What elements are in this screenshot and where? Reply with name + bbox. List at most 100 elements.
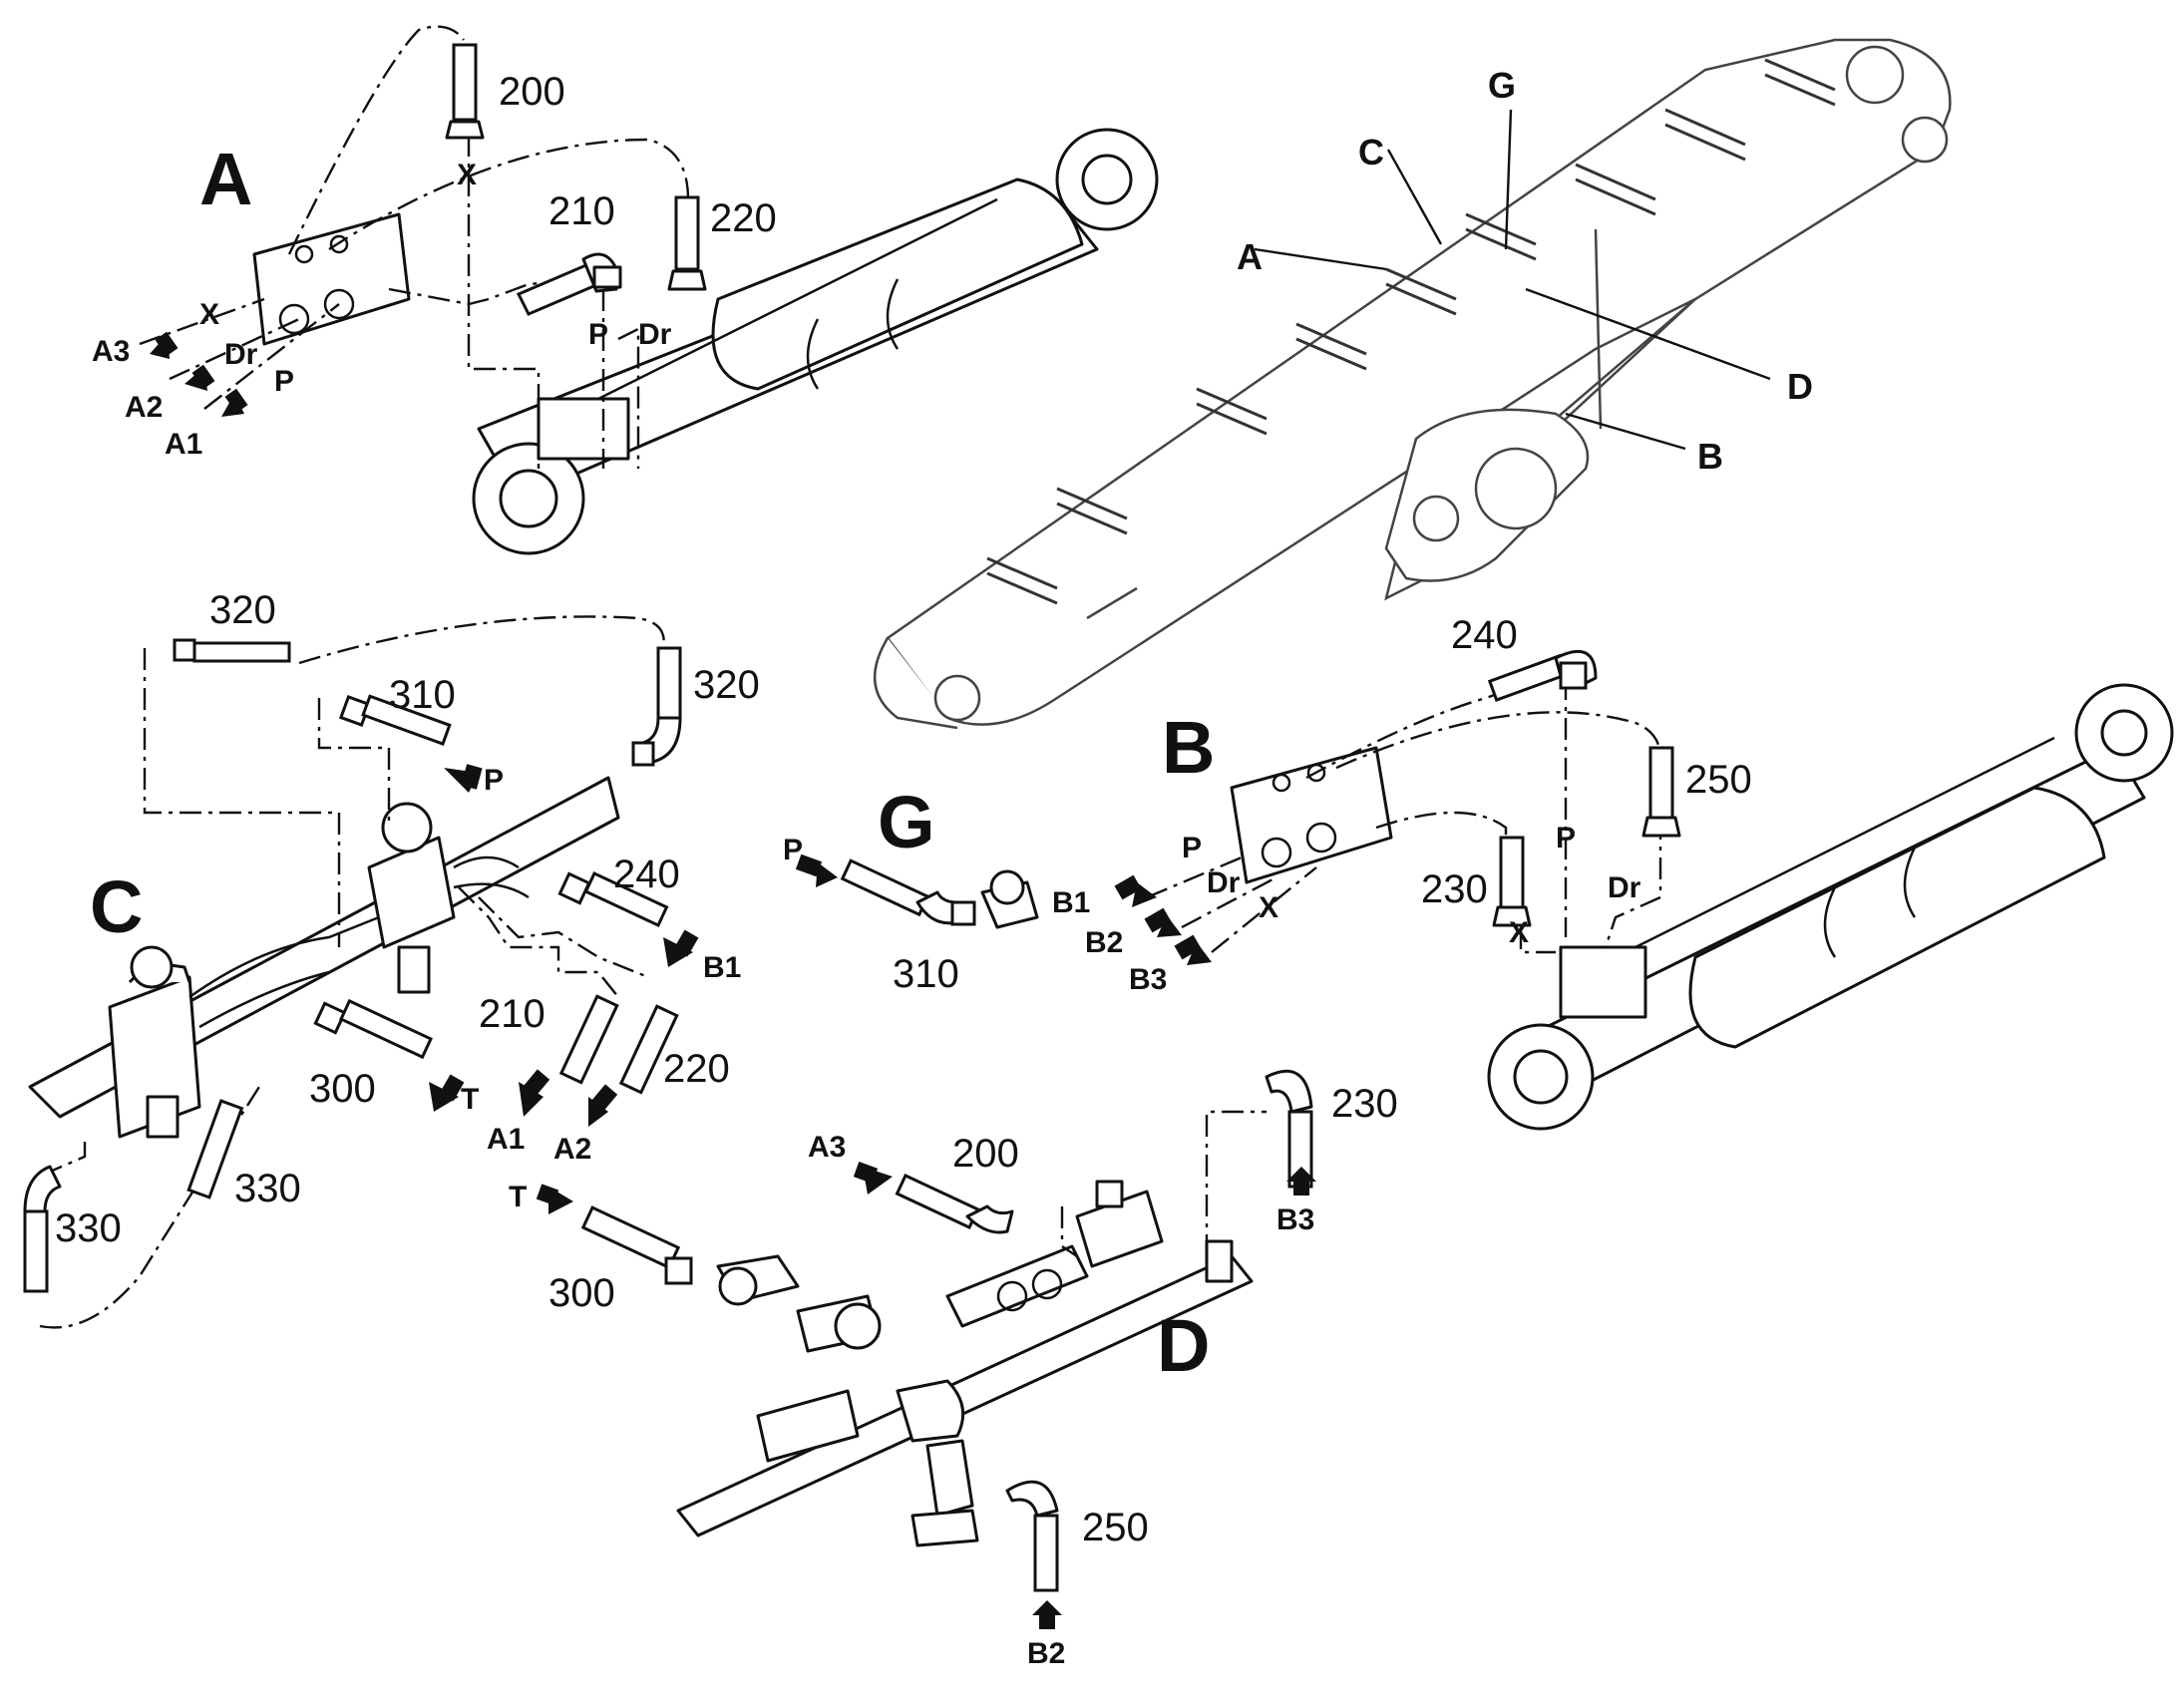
port-a2: A2	[125, 391, 163, 424]
label-330-right: 330	[234, 1167, 301, 1210]
label-250-d: 250	[1082, 1506, 1149, 1549]
arrow-b1-b	[1114, 874, 1157, 907]
boom-callout-c: C	[1358, 132, 1384, 172]
label-250-b: 250	[1685, 758, 1752, 802]
port-p-a: P	[274, 365, 294, 398]
label-220-a: 220	[710, 196, 777, 240]
port-x-b-valve: X	[1509, 916, 1529, 949]
label-230-d: 230	[1331, 1082, 1398, 1126]
clamp-b	[1230, 746, 1393, 884]
hose-240-c	[557, 871, 669, 927]
label-320-top: 320	[209, 588, 276, 632]
port-b3-b: B3	[1129, 963, 1167, 996]
port-a3-d: A3	[808, 1131, 846, 1164]
arrow-a1-c	[519, 1069, 550, 1117]
boom-callout-d: D	[1787, 366, 1813, 407]
port-t-c: T	[461, 1083, 479, 1116]
arrow-t-d	[536, 1184, 573, 1214]
arrow-a2-c	[588, 1084, 618, 1127]
hose-230-d	[1265, 1069, 1313, 1189]
hose-240-b	[1487, 649, 1598, 702]
arrow-a3	[150, 331, 179, 359]
boom-cylinder-a	[472, 128, 1159, 555]
section-label-b: B	[1162, 706, 1215, 789]
port-b2-d: B2	[1027, 1637, 1065, 1670]
label-220-c: 220	[663, 1047, 730, 1091]
port-b1-c: B1	[703, 951, 741, 984]
label-310-c: 310	[389, 673, 456, 717]
label-240-c: 240	[613, 853, 680, 896]
hose-300-d	[580, 1205, 693, 1285]
arrow-a3-d	[853, 1162, 893, 1195]
fitting-g	[840, 858, 1039, 929]
label-310-g: 310	[893, 952, 959, 996]
label-210-a: 210	[548, 189, 615, 233]
label-320-right: 320	[693, 663, 760, 707]
label-230-b: 230	[1421, 867, 1488, 911]
port-x-b-clamp: X	[1259, 891, 1278, 924]
port-b2-b: B2	[1085, 926, 1123, 959]
boom-callout-b: B	[1697, 436, 1723, 477]
port-p-b-clamp: P	[1182, 832, 1202, 864]
label-200: 200	[499, 70, 565, 114]
stick-cylinder-b	[1487, 683, 2174, 1131]
hose-330-left	[23, 1165, 62, 1293]
arrow-b1-c	[663, 929, 699, 967]
label-210-c: 210	[479, 992, 545, 1036]
arrow-p-c	[444, 764, 483, 793]
label-240-b: 240	[1451, 613, 1518, 657]
hose-310-c	[338, 694, 452, 747]
mounting-bracket-d	[676, 1180, 1254, 1547]
port-p-a-valve: P	[588, 318, 608, 351]
valve-manifold-c	[28, 776, 620, 1139]
arrow-b3-d	[1286, 1167, 1316, 1196]
port-p-g: P	[783, 834, 803, 866]
port-dr-a-valve: Dr	[638, 318, 672, 351]
hose-300-c	[313, 998, 434, 1060]
section-label-d: D	[1157, 1304, 1210, 1387]
label-200-d: 200	[952, 1132, 1019, 1176]
port-p-b-valve: P	[1556, 822, 1576, 854]
hose-250-b	[1641, 746, 1681, 838]
port-dr-b-clamp: Dr	[1207, 866, 1241, 899]
port-x-a-top: X	[457, 159, 477, 191]
port-dr-a: Dr	[224, 338, 258, 371]
arrow-b3-b	[1174, 934, 1212, 965]
arrow-a1	[221, 388, 248, 417]
arrow-b2-b	[1144, 907, 1182, 937]
port-a2-c: A2	[553, 1133, 591, 1166]
label-300-c: 300	[309, 1067, 376, 1111]
hose-230-b	[1492, 836, 1532, 927]
port-dr-b-valve: Dr	[1608, 871, 1641, 904]
port-a1-c: A1	[487, 1123, 525, 1156]
section-label-g: G	[878, 781, 935, 863]
hose-210	[516, 252, 622, 316]
boom-callout-g: G	[1488, 65, 1516, 106]
port-p-c: P	[484, 764, 504, 797]
port-x-a: X	[199, 298, 219, 331]
arrow-p-g	[795, 854, 838, 887]
hose-250-d	[1005, 1480, 1059, 1592]
port-b3-d: B3	[1276, 1203, 1314, 1236]
hose-320-right	[631, 646, 682, 767]
boom-assembly	[873, 38, 1952, 730]
hose-320-left	[173, 638, 291, 663]
arrow-b2-d	[1032, 1600, 1062, 1629]
arrow-a2	[184, 364, 215, 391]
port-a3: A3	[92, 335, 130, 368]
hose-210-c	[558, 994, 619, 1085]
hose-330-right	[186, 1099, 244, 1199]
port-t-d: T	[509, 1181, 527, 1213]
section-label-a: A	[199, 138, 252, 220]
hose-200	[445, 43, 485, 140]
hose-220-c	[618, 1004, 679, 1095]
section-label-c: C	[90, 865, 143, 948]
port-b1-b: B1	[1052, 886, 1090, 919]
arrow-t-c	[429, 1074, 465, 1112]
clamp-a	[252, 212, 411, 346]
label-300-d: 300	[548, 1271, 615, 1315]
boom-callout-a: A	[1237, 236, 1263, 277]
hose-220	[667, 195, 707, 291]
port-a1: A1	[165, 428, 202, 461]
